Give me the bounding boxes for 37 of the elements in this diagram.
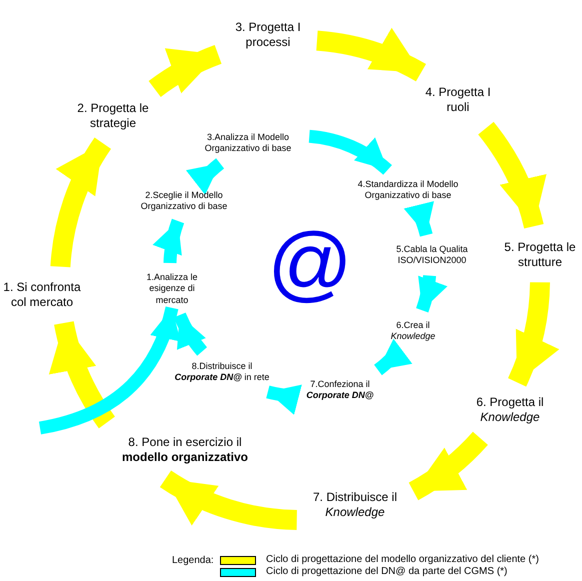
step-text: 7.Confeziona il Corporate DN@ (300, 378, 380, 402)
arrow (266, 384, 302, 414)
step-text: 3. Progetta I processi (232, 20, 304, 50)
arrow (38, 306, 180, 434)
legend-text: Ciclo di progettazione del modello organizzativo del cliente (*) (266, 554, 539, 565)
at-sign: @ (267, 214, 353, 312)
step-text: 2.Sceglie il Modello Organizzativo di base (136, 190, 232, 212)
legend-title: Legenda: (172, 555, 214, 566)
arrow (316, 30, 426, 82)
arrow (308, 130, 392, 175)
step-text: 8. Pone in esercizio il modello organizzativo (110, 435, 260, 465)
step-text: 2. Progetta le strategie (76, 101, 150, 131)
step-text: 1.Analizza le esigenze di mercato (137, 272, 207, 306)
arrow (154, 219, 184, 264)
arrow (148, 45, 222, 98)
step-text: 1. Si confronta col mercato (2, 280, 82, 310)
arrow (408, 431, 488, 500)
step-text: 3.Analizza il Modello Organizzativo di base (196, 132, 300, 154)
arrow (174, 312, 208, 356)
arrow (52, 320, 116, 428)
arrow (478, 122, 544, 229)
step-text: 5.Cabla la Qualita ISO/VISION2000 (390, 244, 474, 266)
step-text: 8.Distribuisce il Corporate DN@ in rete (172, 360, 272, 384)
step-text: 7. Distribuisce il Knowledge (310, 490, 400, 520)
step-text: 4. Progetta I ruoli (423, 85, 493, 115)
arrow (508, 282, 558, 386)
arrow (403, 200, 434, 237)
arrow (374, 338, 412, 376)
step-text: 6.Crea il Knowledge (388, 320, 438, 342)
arrow (186, 158, 224, 196)
step-text: 5. Progetta le strutture (502, 240, 578, 270)
arrow (160, 470, 298, 530)
arrow (416, 274, 447, 312)
legend-text: Ciclo di progettazione del DN@ da parte del CGMS (*) (266, 566, 508, 577)
arrow (50, 138, 112, 268)
step-text: 4.Standardizza il Modello Organizzativo di base (353, 178, 463, 202)
step-text: 6. Progetta il Knowledge (470, 395, 550, 425)
